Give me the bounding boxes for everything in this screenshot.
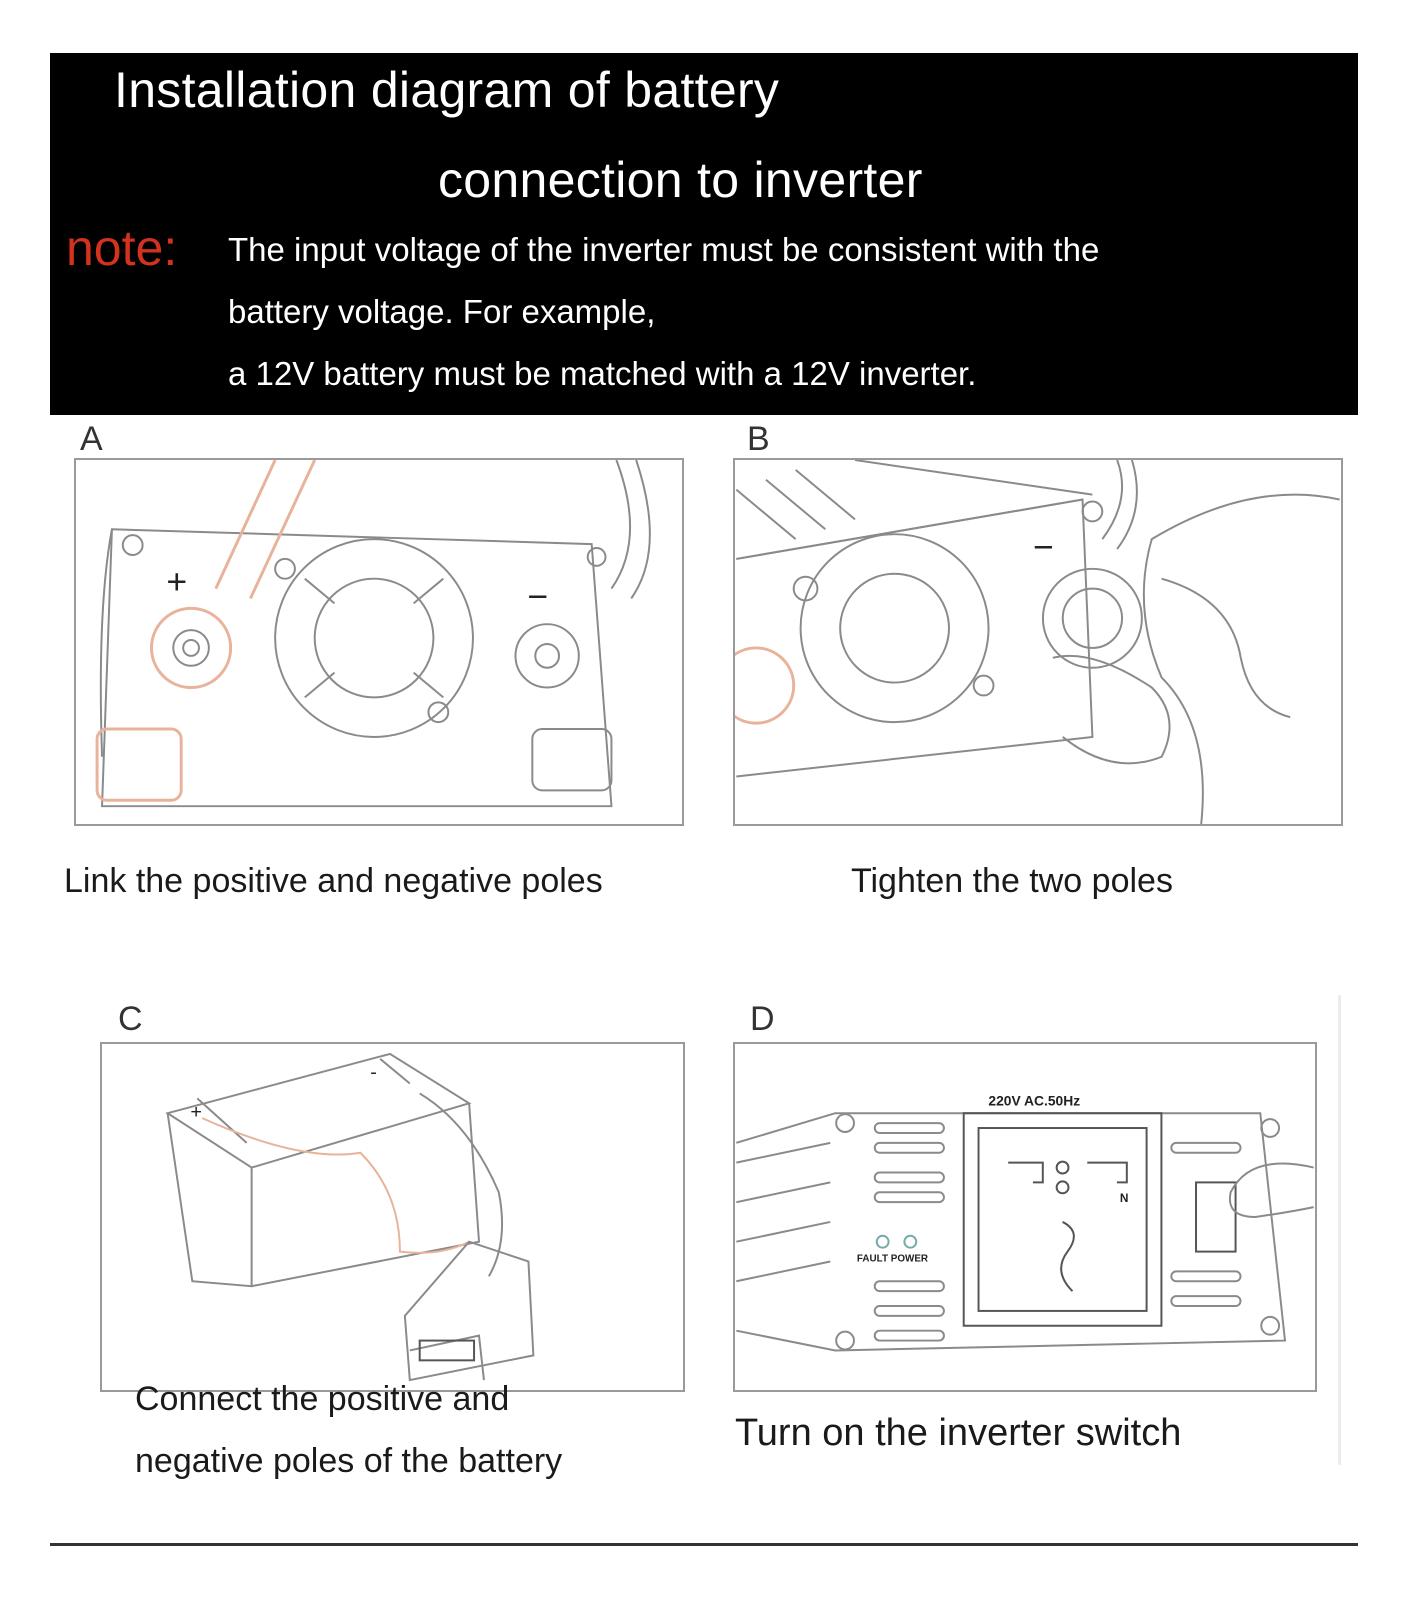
title-line-2: connection to inverter xyxy=(438,152,923,208)
tightening-terminals-illustration: − xyxy=(735,460,1340,824)
caption-a: Link the positive and negative poles xyxy=(64,862,603,900)
bottom-divider xyxy=(50,1543,1358,1546)
caption-d: Turn on the inverter switch xyxy=(735,1412,1182,1454)
neutral-label: N xyxy=(1120,1191,1129,1205)
note-line-3: a 12V battery must be matched with a 12V… xyxy=(228,355,977,392)
panel-a-illustration: + − xyxy=(74,458,684,826)
negative-symbol: − xyxy=(1033,527,1054,567)
panel-b-illustration: − xyxy=(733,458,1343,826)
fault-power-label: FAULT POWER xyxy=(857,1253,928,1264)
ac-rating-label: 220V AC.50Hz xyxy=(988,1092,1080,1108)
inverter-terminals-illustration: + − xyxy=(95,460,651,808)
panel-d-letter: D xyxy=(750,1000,775,1038)
panel-c-letter: C xyxy=(118,1000,143,1038)
positive-symbol: + xyxy=(166,562,187,602)
caption-c-line-2: negative poles of the battery xyxy=(135,1442,563,1480)
faint-divider xyxy=(1338,995,1341,1465)
battery-positive-symbol: + xyxy=(190,1101,202,1123)
header-banner: Installation diagram of battery connecti… xyxy=(50,53,1358,415)
panel-d-illustration: 220V AC.50Hz N FAULT POWER xyxy=(733,1042,1317,1392)
title-line-1: Installation diagram of battery xyxy=(114,62,780,118)
panel-c-illustration: + - xyxy=(100,1042,685,1392)
negative-symbol: − xyxy=(527,576,548,616)
note-line-2: battery voltage. For example, xyxy=(228,293,656,330)
battery-negative-symbol: - xyxy=(370,1062,377,1084)
caption-c-line-1: Connect the positive and xyxy=(135,1380,510,1418)
battery-connection-illustration: + - xyxy=(165,1052,535,1382)
inverter-switch-illustration: 220V AC.50Hz N FAULT POWER xyxy=(736,1092,1314,1352)
note-label: note: xyxy=(66,220,178,276)
caption-b: Tighten the two poles xyxy=(851,862,1173,900)
note-line-1: The input voltage of the inverter must b… xyxy=(228,231,1100,268)
panel-a-letter: A xyxy=(80,420,103,458)
panel-b-letter: B xyxy=(747,420,770,458)
